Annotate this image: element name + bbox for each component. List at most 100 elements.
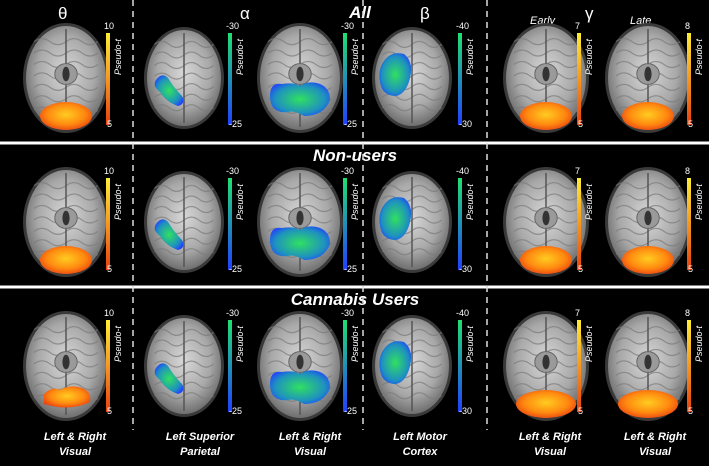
colorbar — [228, 320, 232, 412]
colorbar-min: -30 — [459, 264, 473, 274]
colorbar-max: 8 — [685, 166, 691, 176]
colorbar-min: 5 — [107, 406, 113, 416]
colorbar-max: -40 — [456, 308, 470, 318]
ventricle-core — [542, 66, 550, 82]
colorbar-min: 5 — [578, 406, 584, 416]
activation-blob — [520, 102, 572, 130]
activation-blob — [154, 75, 184, 106]
activation-blob — [40, 102, 92, 130]
activation-blob — [44, 386, 91, 408]
colorbar-max: -40 — [456, 21, 470, 31]
colorbar-max: -30 — [341, 308, 355, 318]
ventricle-core — [296, 66, 304, 82]
colorbar-max: -30 — [226, 308, 240, 318]
activation-blob — [379, 53, 412, 96]
colorbar-min: 5 — [107, 264, 113, 274]
colorbar-label: Pseudo-t — [235, 38, 245, 75]
colorbar-max: 10 — [104, 166, 115, 176]
colorbar-max: 10 — [104, 308, 115, 318]
activation-blob — [40, 246, 92, 274]
colorbar — [106, 178, 110, 270]
gamma-header: γ — [585, 4, 594, 23]
colorbar-label: Pseudo-t — [350, 325, 360, 362]
colorbar — [106, 33, 110, 125]
colorbar-label: Pseudo-t — [584, 38, 594, 75]
ventricle-core — [62, 354, 70, 370]
colorbar-max: 7 — [575, 166, 581, 176]
colorbar — [343, 178, 347, 270]
ventricle-core — [644, 354, 652, 370]
ventricle-core — [644, 66, 652, 82]
ventricle-core — [62, 210, 70, 226]
colorbar — [577, 320, 581, 412]
colorbar-label: Pseudo-t — [113, 183, 123, 220]
activation-blob — [516, 390, 576, 418]
colorbar-max: 10 — [104, 21, 115, 31]
colorbar-label: Pseudo-t — [694, 183, 704, 220]
activation-blob — [618, 390, 678, 418]
ventricle-core — [296, 354, 304, 370]
colorbar — [106, 320, 110, 412]
colorbar-max: -30 — [226, 166, 240, 176]
colorbar — [458, 33, 462, 125]
colorbar — [687, 33, 691, 125]
colorbar-min: 5 — [688, 406, 694, 416]
group-title-non-users: Non-users — [312, 146, 398, 165]
colorbar-min: -30 — [459, 119, 473, 129]
activation-blob — [270, 82, 330, 116]
group-title-cannabis-users: Cannabis Users — [290, 290, 420, 309]
colorbar — [343, 320, 347, 412]
group-title-all: All — [349, 3, 371, 22]
colorbar-min: -25 — [344, 119, 358, 129]
colorbar-label: Pseudo-t — [584, 183, 594, 220]
activation-blob — [154, 219, 184, 250]
colorbar-label: Pseudo-t — [465, 38, 475, 75]
colorbar-min: 5 — [578, 119, 584, 129]
colorbar-max: 7 — [575, 21, 581, 31]
colorbar-label: Pseudo-t — [235, 183, 245, 220]
colorbar — [577, 33, 581, 125]
colorbar — [343, 33, 347, 125]
colorbar-min: -25 — [344, 406, 358, 416]
activation-blob — [379, 197, 412, 240]
colorbar-label: Pseudo-t — [465, 325, 475, 362]
colorbar — [228, 178, 232, 270]
colorbar — [687, 320, 691, 412]
ventricle-core — [296, 210, 304, 226]
colorbar-label: Pseudo-t — [694, 325, 704, 362]
activation-blob — [520, 246, 572, 274]
beta-header: β — [420, 4, 430, 23]
colorbar-max: 7 — [575, 308, 581, 318]
ventricle-core — [542, 210, 550, 226]
activation-blob — [154, 363, 184, 394]
colorbar — [577, 178, 581, 270]
activation-blob — [622, 102, 674, 130]
ventricle-core — [644, 210, 652, 226]
colorbar-max: -30 — [341, 21, 355, 31]
colorbar-min: -25 — [229, 119, 243, 129]
colorbar-max: -30 — [226, 21, 240, 31]
colorbar-min: -25 — [344, 264, 358, 274]
colorbar-label: Pseudo-t — [113, 38, 123, 75]
colorbar-max: 8 — [685, 21, 691, 31]
colorbar-min: 5 — [688, 119, 694, 129]
colorbar — [458, 178, 462, 270]
colorbar-max: -30 — [341, 166, 355, 176]
colorbar-label: Pseudo-t — [235, 325, 245, 362]
colorbar-max: 8 — [685, 308, 691, 318]
colorbar-min: -25 — [229, 406, 243, 416]
colorbar — [458, 320, 462, 412]
activation-blob — [270, 226, 330, 260]
colorbar-label: Pseudo-t — [465, 183, 475, 220]
colorbar-min: 5 — [107, 119, 113, 129]
colorbar-label: Pseudo-t — [350, 183, 360, 220]
colorbar-min: 5 — [578, 264, 584, 274]
colorbar-label: Pseudo-t — [350, 38, 360, 75]
activation-blob — [270, 370, 330, 404]
